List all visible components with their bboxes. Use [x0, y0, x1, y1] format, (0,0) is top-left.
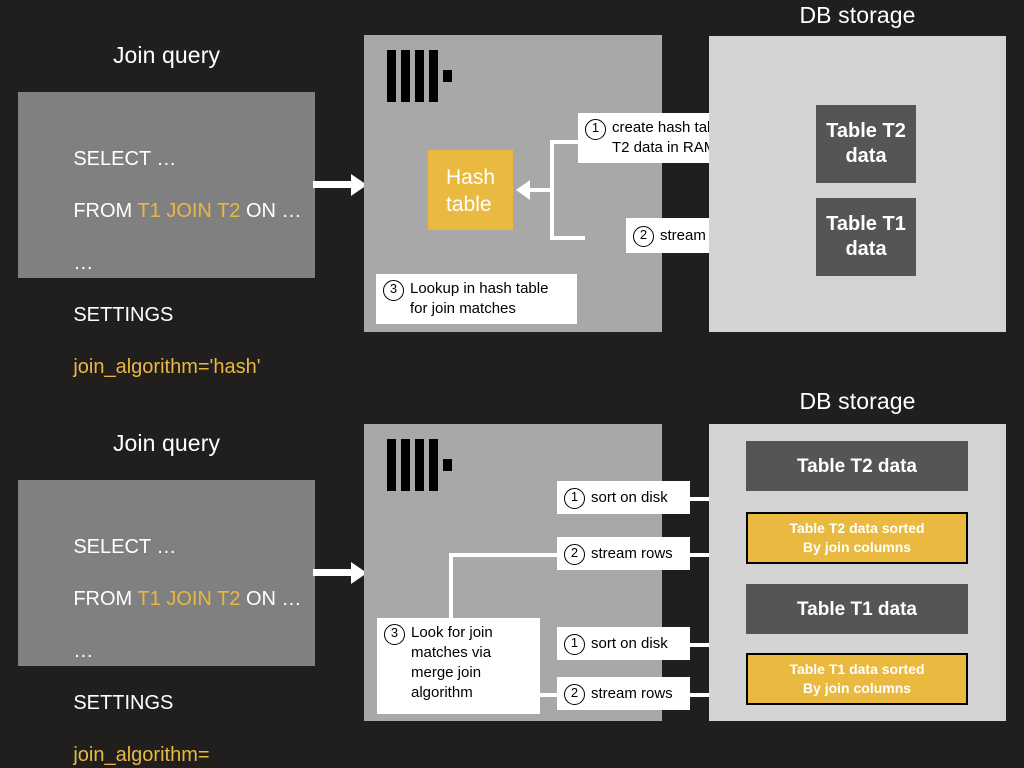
clickhouse-logo-bar-4 — [429, 439, 438, 491]
merge-join-query-box: SELECT … FROM T1 JOIN T2 ON … … SETTINGS… — [18, 480, 315, 766]
clickhouse-logo-bar-2 — [401, 50, 410, 102]
clickhouse-logo-bar-1 — [387, 50, 396, 102]
query-line-ellipsis: … — [73, 252, 94, 274]
query-line-from-accent: T1 JOIN T2 — [137, 588, 241, 610]
merge-join-step2-upper-vertical — [449, 553, 453, 621]
query-line-settings: SETTINGS — [73, 304, 174, 326]
merge-join-step-2-t1-callout: 2 stream rows — [557, 677, 690, 710]
merge-join-step-1-t1-callout: 1 sort on disk — [557, 627, 690, 660]
clickhouse-logo-bar-4 — [429, 50, 438, 102]
step-callout-text: stream rows — [591, 544, 673, 562]
merge-join-step-2-t2-callout: 2 stream rows — [557, 537, 690, 570]
table-box-label: Table T1 data — [796, 598, 917, 620]
hash-join-storage-title: DB storage — [799, 2, 916, 28]
query-line-from-prefix: FROM — [73, 588, 138, 610]
step-number-badge: 3 — [383, 280, 404, 301]
step-number-badge: 1 — [585, 119, 606, 140]
hash-join-step1-stub — [550, 140, 585, 144]
merge-join-flow-arrow-shaft — [313, 569, 353, 576]
hash-join-query-box: SELECT … FROM T1 JOIN T2 ON … … SETTINGS… — [18, 92, 315, 378]
merge-join-flow-arrow-head — [351, 562, 367, 584]
clickhouse-logo-bar-1 — [387, 439, 396, 491]
hash-table-input-arrow-head — [516, 180, 530, 200]
hash-join-storage-panel — [709, 36, 1006, 332]
step-number-badge: 2 — [564, 543, 585, 565]
merge-join-step1-t2-line — [690, 497, 715, 501]
step-number-badge: 2 — [564, 683, 585, 705]
query-line-select: SELECT … — [73, 148, 177, 170]
hash-join-flow-arrow-head — [351, 174, 367, 196]
query-line-select: SELECT … — [73, 536, 177, 558]
step-callout-text: sort on disk — [591, 634, 668, 652]
query-line-join-algorithm-key: join_algorithm= — [73, 744, 210, 766]
clickhouse-logo-bar-3 — [415, 439, 424, 491]
clickhouse-logo-dot — [443, 70, 452, 82]
query-line-ellipsis: … — [73, 640, 94, 662]
hash-table-label-line1: Hash — [446, 166, 496, 189]
merge-join-table-t1-box: Table T1 data — [746, 584, 968, 634]
merge-join-storage-title: DB storage — [799, 388, 916, 414]
hash-join-vertical-connector — [550, 140, 554, 240]
hash-join-step2-stub — [550, 236, 585, 240]
hash-join-flow-arrow-shaft — [313, 181, 353, 188]
merge-join-query-code: SELECT … FROM T1 JOIN T2 ON … … SETTINGS… — [40, 508, 302, 768]
step-number-badge: 3 — [384, 624, 405, 645]
merge-join-step-1-t2-callout: 1 sort on disk — [557, 481, 690, 514]
step-callout-text: stream rows — [591, 684, 673, 702]
hash-table-input-line — [529, 188, 554, 192]
query-line-join-algorithm: join_algorithm='hash' — [73, 356, 261, 378]
clickhouse-logo-bar-2 — [401, 439, 410, 491]
query-line-settings: SETTINGS — [73, 692, 174, 714]
merge-join-table-t2-box: Table T2 data — [746, 441, 968, 491]
merge-join-query-title: Join query — [112, 430, 221, 456]
merge-join-step1-t1-line — [690, 643, 715, 647]
step-number-badge: 2 — [633, 225, 654, 247]
hash-table-box: Hash table — [428, 150, 513, 230]
hash-join-query-title: Join query — [112, 42, 221, 68]
query-line-from-accent: T1 JOIN T2 — [137, 200, 241, 222]
merge-join-step2-lower-stub — [533, 693, 565, 697]
clickhouse-logo-dot — [443, 459, 452, 471]
query-line-from-prefix: FROM — [73, 200, 138, 222]
table-box-label: Table T2 data — [796, 455, 917, 477]
step-callout-text: sort on disk — [591, 488, 668, 506]
step-number-badge: 1 — [564, 487, 585, 509]
merge-join-step2-upper-stub — [449, 553, 561, 557]
clickhouse-logo-bar-3 — [415, 50, 424, 102]
query-line-from-suffix: ON … — [240, 200, 302, 222]
step-number-badge: 1 — [564, 633, 585, 655]
hash-table-label-line2: table — [446, 193, 492, 216]
query-line-from-suffix: ON … — [240, 588, 302, 610]
hash-join-query-code: SELECT … FROM T1 JOIN T2 ON … … SETTINGS… — [40, 120, 302, 406]
